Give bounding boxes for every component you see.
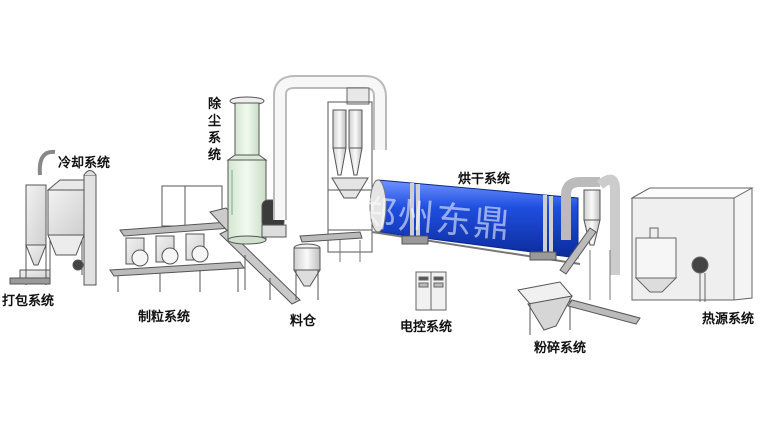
air-duct [273, 75, 387, 220]
material-silo [293, 231, 363, 300]
label-pelletizing-system: 制粒系统 [138, 310, 191, 325]
label-crushing-system: 粉碎系统 [534, 341, 587, 356]
label-heat-source-system: 热源系统 [702, 312, 755, 327]
label-cooling-system: 冷却系统 [58, 156, 111, 171]
crushing-system [517, 227, 641, 335]
rotary-dryer-drum [369, 179, 581, 265]
heat-source-system [630, 187, 754, 302]
cooling-system [46, 170, 97, 286]
packing-system [9, 149, 56, 285]
electric-control-cabinet [415, 271, 447, 311]
support-frames [339, 240, 611, 300]
inclined-conveyor [219, 229, 301, 305]
pelletizing-system [109, 185, 245, 292]
label-packing-system: 打包系统 [2, 294, 55, 309]
dust-removal-system [226, 96, 287, 245]
label-drying-system: 烘干系统 [458, 172, 511, 187]
label-electric-control-system: 电控系统 [400, 320, 453, 335]
cyclone-separator [327, 101, 373, 253]
label-silo: 料仓 [290, 314, 317, 329]
label-dust-removal-system: 除尘系统 [208, 97, 222, 163]
